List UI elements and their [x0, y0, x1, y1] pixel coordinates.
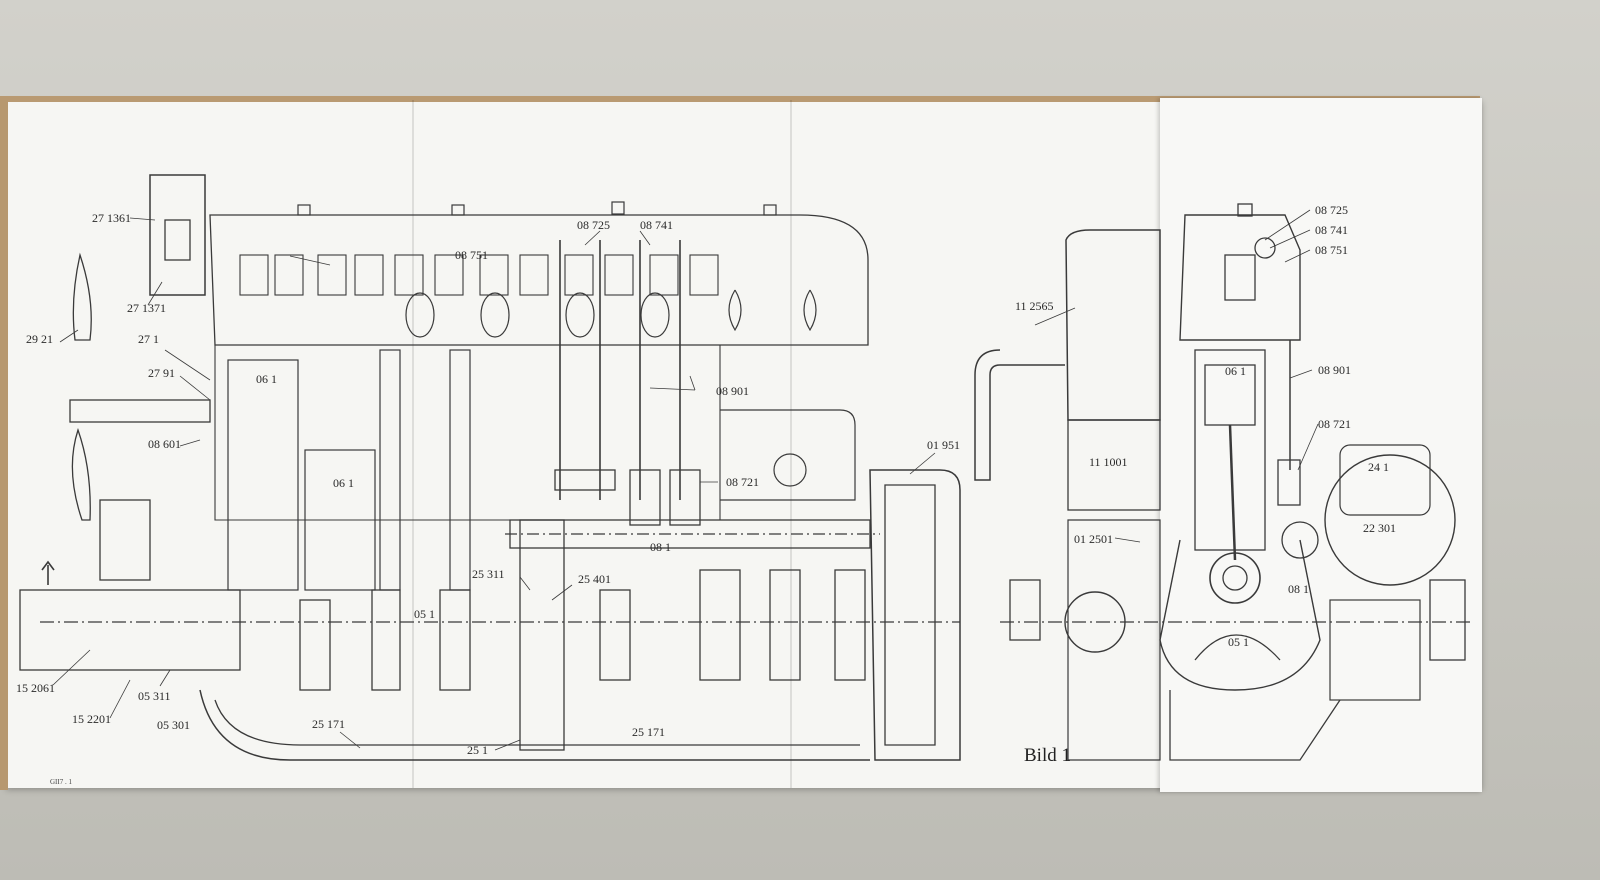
cover-edge-top [0, 96, 1480, 102]
fold-line [412, 100, 414, 788]
part-label: 08 751 [1315, 243, 1348, 257]
part-label: 25 401 [578, 572, 611, 586]
part-label: 08 741 [640, 218, 673, 232]
page-code: GII7 . 1 [50, 778, 72, 786]
part-label: 05 1 [1228, 635, 1249, 649]
part-label: 08 721 [1318, 417, 1351, 431]
sheet-right-panel [1160, 98, 1482, 792]
part-label: 08 751 [455, 248, 488, 262]
part-label: 25 171 [312, 717, 345, 731]
part-label: 06 1 [256, 372, 277, 386]
fold-line [790, 100, 792, 788]
cross-section [974, 203, 1470, 761]
part-label: 05 301 [157, 718, 190, 732]
part-label: 27 1361 [92, 211, 131, 225]
part-label: 06 1 [333, 476, 354, 490]
cover-edge-left [0, 100, 8, 790]
part-label: 08 601 [148, 437, 181, 451]
part-label: 08 725 [1315, 203, 1348, 217]
part-label: 15 2061 [16, 681, 55, 695]
part-label: 27 91 [148, 366, 175, 380]
part-label: 08 741 [1315, 223, 1348, 237]
part-label: 08 721 [726, 475, 759, 489]
part-label: 11 2565 [1015, 299, 1054, 313]
part-label: 01 951 [927, 438, 960, 452]
part-label: 24 1 [1368, 460, 1389, 474]
part-label: 01 2501 [1074, 532, 1113, 546]
part-label: 08 725 [577, 218, 610, 232]
part-label: 08 1 [650, 540, 671, 554]
figure-caption: Bild 1 [1024, 745, 1071, 766]
part-label: 08 1 [1288, 582, 1309, 596]
part-label: 25 171 [632, 725, 665, 739]
part-label: 05 311 [138, 689, 171, 703]
part-label: 11 1001 [1089, 455, 1128, 469]
part-label: 22 301 [1363, 521, 1396, 535]
longitudinal-section [19, 174, 961, 761]
part-label: 06 1 [1225, 364, 1246, 378]
part-label: 08 901 [716, 384, 749, 398]
part-label: 08 901 [1318, 363, 1351, 377]
part-label: 25 1 [467, 743, 488, 757]
part-label: 25 311 [472, 567, 505, 581]
part-label: 27 1371 [127, 301, 166, 315]
part-label: 29 21 [26, 332, 53, 346]
part-label: 05 1 [414, 607, 435, 621]
part-label: 27 1 [138, 332, 159, 346]
part-label: 15 2201 [72, 712, 111, 726]
